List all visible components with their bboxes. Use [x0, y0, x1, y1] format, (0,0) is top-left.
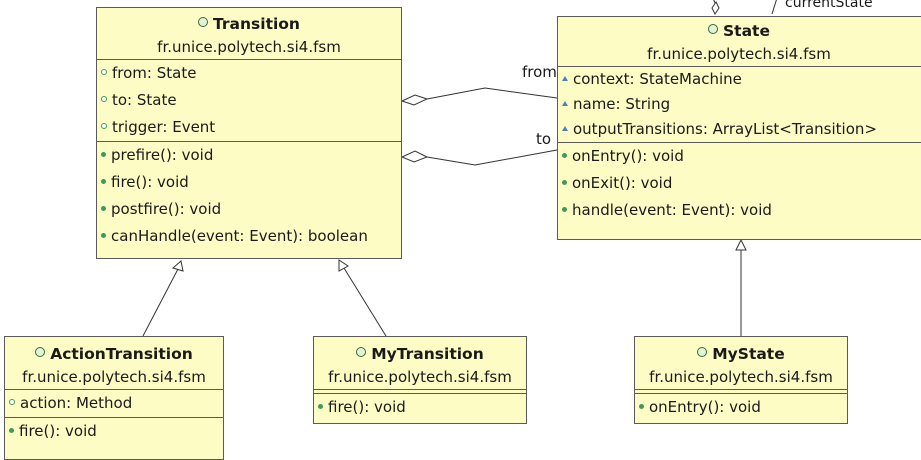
- package-name: fr.unice.polytech.si4.fsm: [649, 368, 833, 386]
- operations-compartment: onEntry(): void: [635, 393, 847, 421]
- package-name: fr.unice.polytech.si4.fsm: [157, 38, 341, 56]
- generalization-action-transition: [142, 268, 179, 337]
- public-icon: [9, 428, 14, 433]
- operation-row[interactable]: onEntry(): void: [558, 143, 921, 170]
- class-name: State: [723, 22, 770, 40]
- attribute-row[interactable]: action: Method: [5, 390, 223, 417]
- class-name: ActionTransition: [50, 345, 193, 363]
- class-icon: [356, 347, 367, 357]
- my-state-class[interactable]: MyState fr.unice.polytech.si4.fsm onEntr…: [634, 336, 848, 424]
- protected-icon: [101, 69, 107, 75]
- public-icon: [101, 206, 106, 211]
- from-association: [426, 87, 558, 100]
- generalization-arrow-3: [735, 238, 747, 251]
- operation-row[interactable]: onEntry(): void: [635, 394, 847, 421]
- package-visibility-icon: [562, 101, 568, 106]
- operation-row[interactable]: fire(): void: [5, 418, 223, 445]
- generalization-arrow-2: [338, 259, 349, 272]
- package-visibility-icon: [562, 76, 568, 81]
- current-state-line-b: [771, 0, 777, 15]
- class-icon: [708, 24, 719, 34]
- generalization-my-transition: [343, 267, 387, 337]
- protected-icon: [9, 399, 15, 405]
- public-icon: [318, 404, 323, 409]
- class-icon: [35, 347, 46, 357]
- public-icon: [101, 179, 106, 184]
- attribute-row[interactable]: context: StateMachine: [558, 67, 921, 92]
- operation-row[interactable]: prefire(): void: [97, 142, 401, 169]
- operation-row[interactable]: fire(): void: [97, 169, 401, 196]
- attribute-row[interactable]: outputTransitions: ArrayList<Transition>: [558, 117, 921, 142]
- generalization-arrow-1: [171, 260, 184, 272]
- public-icon: [101, 233, 106, 238]
- class-header: Transition fr.unice.polytech.si4.fsm: [97, 8, 401, 59]
- package-name: fr.unice.polytech.si4.fsm: [328, 368, 512, 386]
- transition-class[interactable]: Transition fr.unice.polytech.si4.fsm fro…: [96, 7, 402, 259]
- attribute-row[interactable]: to: State: [97, 87, 401, 114]
- current-state-label: currentState: [785, 0, 873, 11]
- attribute-row[interactable]: from: State: [97, 60, 401, 87]
- public-icon: [101, 152, 106, 157]
- package-visibility-icon: [562, 126, 568, 131]
- action-transition-class[interactable]: ActionTransition fr.unice.polytech.si4.f…: [4, 336, 224, 460]
- protected-icon: [101, 96, 107, 102]
- public-icon: [562, 207, 567, 212]
- current-state-diamond: [711, 1, 720, 15]
- class-header: MyState fr.unice.polytech.si4.fsm: [635, 337, 847, 389]
- association-lines: [142, 0, 777, 337]
- operation-row[interactable]: canHandle(event: Event): boolean: [97, 223, 401, 250]
- attributes-compartment: context: StateMachine name: String outpu…: [558, 66, 921, 142]
- package-name: fr.unice.polytech.si4.fsm: [22, 368, 206, 386]
- attributes-compartment: [314, 389, 526, 393]
- operations-compartment: fire(): void: [5, 417, 223, 445]
- public-icon: [562, 180, 567, 185]
- my-transition-class[interactable]: MyTransition fr.unice.polytech.si4.fsm f…: [313, 336, 527, 424]
- class-icon: [697, 347, 708, 357]
- state-class[interactable]: State fr.unice.polytech.si4.fsm context:…: [557, 16, 921, 240]
- package-name: fr.unice.polytech.si4.fsm: [647, 45, 831, 63]
- attributes-compartment: action: Method: [5, 389, 223, 417]
- class-icon: [198, 17, 209, 27]
- class-name: MyTransition: [371, 345, 484, 363]
- to-label: to: [536, 130, 552, 148]
- attributes-compartment: [635, 389, 847, 393]
- class-name: MyState: [712, 345, 785, 363]
- attribute-row[interactable]: name: String: [558, 92, 921, 117]
- class-header: ActionTransition fr.unice.polytech.si4.f…: [5, 337, 223, 389]
- to-association: [426, 149, 558, 166]
- operations-compartment: prefire(): void fire(): void postfire():…: [97, 141, 401, 250]
- class-header: MyTransition fr.unice.polytech.si4.fsm: [314, 337, 526, 389]
- public-icon: [639, 404, 644, 409]
- attribute-row[interactable]: trigger: Event: [97, 114, 401, 141]
- attributes-compartment: from: State to: State trigger: Event: [97, 59, 401, 141]
- operations-compartment: fire(): void: [314, 393, 526, 421]
- to-diamond: [400, 150, 429, 163]
- operation-row[interactable]: handle(event: Event): void: [558, 197, 921, 224]
- current-state-line-a: [713, 0, 716, 4]
- public-icon: [562, 153, 567, 158]
- from-label: from: [522, 63, 557, 81]
- class-header: State fr.unice.polytech.si4.fsm: [558, 17, 921, 66]
- operation-row[interactable]: postfire(): void: [97, 196, 401, 223]
- protected-icon: [101, 123, 107, 129]
- from-diamond: [400, 94, 429, 106]
- operation-row[interactable]: fire(): void: [314, 394, 526, 421]
- operations-compartment: onEntry(): void onExit(): void handle(ev…: [558, 142, 921, 224]
- operation-row[interactable]: onExit(): void: [558, 170, 921, 197]
- class-name: Transition: [213, 15, 300, 33]
